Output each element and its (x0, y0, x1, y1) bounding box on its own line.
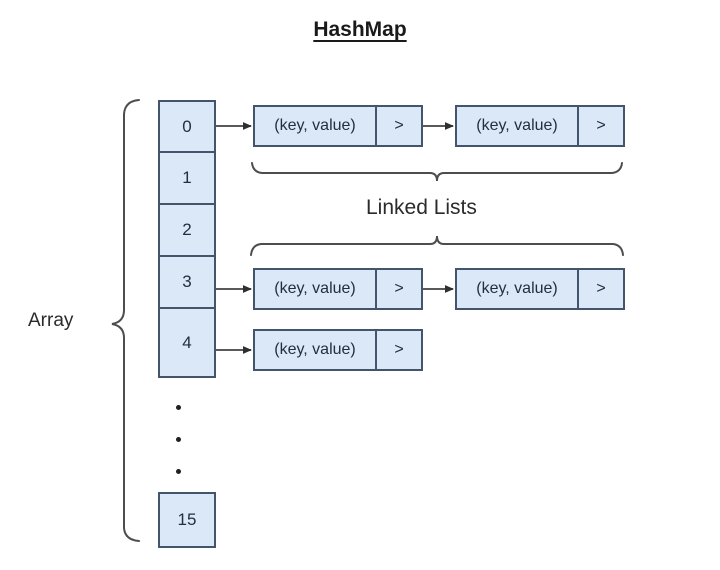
array-cell-label: 1 (182, 168, 192, 187)
node-key-value: (key, value) (274, 117, 356, 134)
array-cell-2: 2 (158, 204, 216, 256)
list-node-bucket4-0: (key, value) > (253, 329, 423, 371)
array-cell-label: 3 (182, 272, 192, 291)
array-cell-4: 4 (158, 308, 216, 378)
node-next-pointer: > (375, 107, 421, 145)
array-label: Array (28, 310, 74, 331)
list-node-bucket3-1: (key, value) > (455, 268, 625, 310)
array-cell-label: 4 (182, 332, 192, 352)
node-next-pointer: > (375, 331, 421, 369)
ellipsis-dot (176, 469, 181, 474)
ellipsis-dot (176, 437, 181, 442)
array-cell-0: 0 (158, 100, 216, 152)
node-next-pointer: > (577, 107, 623, 145)
list-node-bucket0-1: (key, value) > (455, 105, 625, 147)
array-cell-3: 3 (158, 256, 216, 308)
list-node-bucket3-0: (key, value) > (253, 268, 423, 310)
node-key-value: (key, value) (476, 280, 558, 297)
node-key-value: (key, value) (476, 117, 558, 134)
array-cell-label: 15 (177, 510, 197, 529)
node-key-value: (key, value) (274, 341, 356, 358)
array-cell-label: 2 (182, 220, 192, 239)
node-next-pointer: > (375, 270, 421, 308)
array-cell-15: 15 (158, 492, 216, 548)
linked-lists-label: Linked Lists (366, 196, 477, 219)
node-key-value: (key, value) (274, 280, 356, 297)
ellipsis-dot (176, 405, 181, 410)
array-cell-1: 1 (158, 152, 216, 204)
list-node-bucket0-0: (key, value) > (253, 105, 423, 147)
node-next-pointer: > (577, 270, 623, 308)
page-title: HashMap (313, 18, 407, 41)
array-cell-label: 0 (182, 116, 192, 136)
